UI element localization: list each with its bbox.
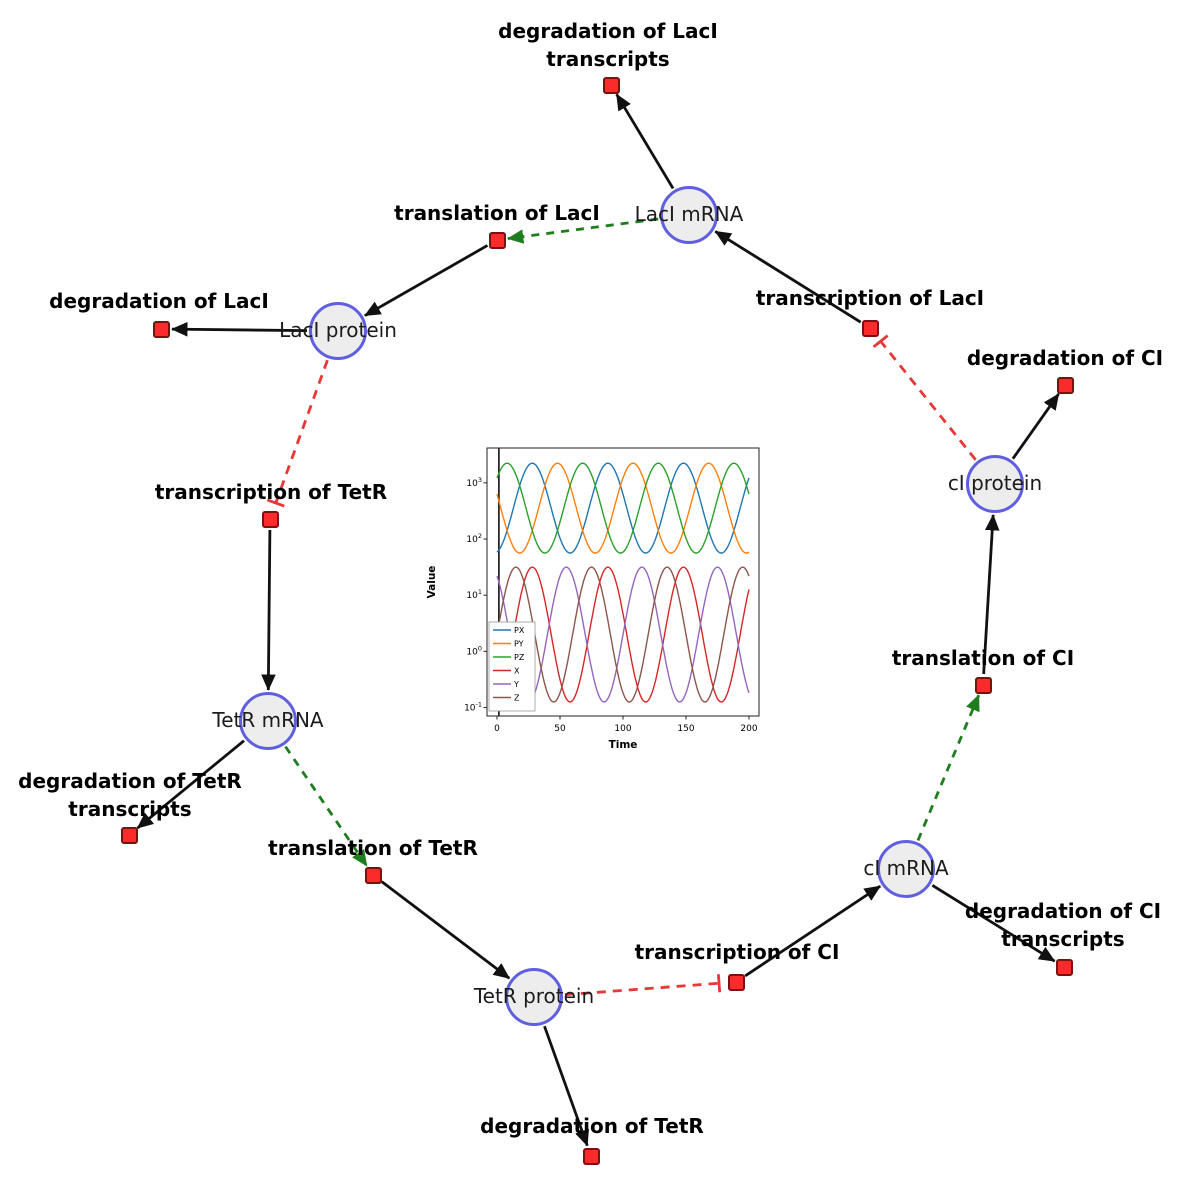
reaction-node-deg_CI[interactable] [1056,376,1074,394]
chart-y-axis-label: Value [426,566,438,599]
inhibition-tbar-LacI_protein-tx_TetR [266,498,285,508]
legend-item-PX: PX [514,626,525,635]
edge-consumption-TetR_protein-deg_TetR [543,1025,589,1147]
edge-production-tl_LacI-LacI_protein [364,244,489,317]
reaction-node-tx_TetR[interactable] [261,510,279,528]
inhibition-tbar-TetR_protein-tx_CI [716,974,722,993]
edge-production-tx_TetR-TetR_mRNA [261,529,276,691]
series-PX-line [496,462,750,554]
y-tick-label: 102 [466,532,482,545]
series-PY-line [496,462,750,554]
edge-production-tl_TetR-TetR_protein [380,880,511,980]
reaction-node-tx_LacI[interactable] [861,319,879,337]
species-node-cI_mRNA[interactable] [877,840,935,898]
reaction-node-deg_CI_tr[interactable] [1055,958,1073,976]
edge-consumption-LacI_mRNA-deg_LacI_tr [615,93,675,190]
series-Z-line [496,566,750,703]
species-node-cI_protein[interactable] [966,455,1024,513]
edge-modifier-cI_mRNA-tl_CI [916,694,981,841]
y-tick-label: 10-1 [464,701,482,714]
edge-modifier-TetR_mRNA-tl_TetR [284,745,368,867]
reaction-node-deg_LacI_tr[interactable] [602,76,620,94]
legend-item-X: X [514,667,520,676]
x-tick-label: 50 [554,724,566,734]
edge-inhibition-TetR_protein-tx_CI [564,981,720,997]
edge-production-tx_LacI-LacI_mRNA [714,230,862,324]
legend-item-PY: PY [514,640,524,649]
species-node-LacI_mRNA[interactable] [660,186,718,244]
edge-modifier-LacI_mRNA-tl_LacI [507,217,659,244]
series-Y-line [496,566,750,703]
edge-consumption-cI_protein-deg_CI [1011,393,1060,460]
chart-x-axis-label: Time [609,739,638,751]
edge-consumption-cI_mRNA-deg_CI_tr [931,884,1056,963]
legend-item-Z: Z [514,694,520,703]
reaction-node-tl_LacI[interactable] [488,231,506,249]
x-tick-label: 0 [494,724,500,734]
edge-production-tx_CI-cI_mRNA [744,884,881,978]
x-tick-label: 100 [614,724,631,734]
y-tick-label: 101 [466,588,482,601]
species-node-TetR_mRNA[interactable] [239,692,297,750]
legend-item-PZ: PZ [514,653,525,662]
edge-inhibition-cI_protein-tx_LacI [879,340,977,461]
series-X-line [496,566,750,703]
x-tick-label: 200 [740,724,757,734]
species-node-LacI_protein[interactable] [309,302,367,360]
reaction-node-deg_TetR[interactable] [582,1147,600,1165]
chart-legend [488,621,536,712]
edge-production-tl_CI-cI_protein [982,514,1000,675]
legend-item-Y: Y [513,680,519,689]
reaction-node-deg_TetR_tr[interactable] [120,826,138,844]
reaction-node-tl_CI[interactable] [974,676,992,694]
species-node-TetR_protein[interactable] [505,968,563,1026]
y-tick-label: 103 [466,476,482,489]
x-tick-label: 150 [677,724,694,734]
reaction-node-deg_LacI[interactable] [152,320,170,338]
edge-consumption-TetR_mRNA-deg_TetR_tr [136,739,245,830]
reaction-node-tx_CI[interactable] [727,973,745,991]
inhibition-tbar-cI_protein-tx_LacI [872,334,889,348]
edge-consumption-LacI_protein-deg_LacI [171,322,308,337]
y-tick-label: 100 [466,644,482,657]
reaction-node-tl_TetR[interactable] [364,866,382,884]
edge-inhibition-LacI_protein-tx_TetR [274,359,329,504]
series-PZ-line [496,462,750,554]
